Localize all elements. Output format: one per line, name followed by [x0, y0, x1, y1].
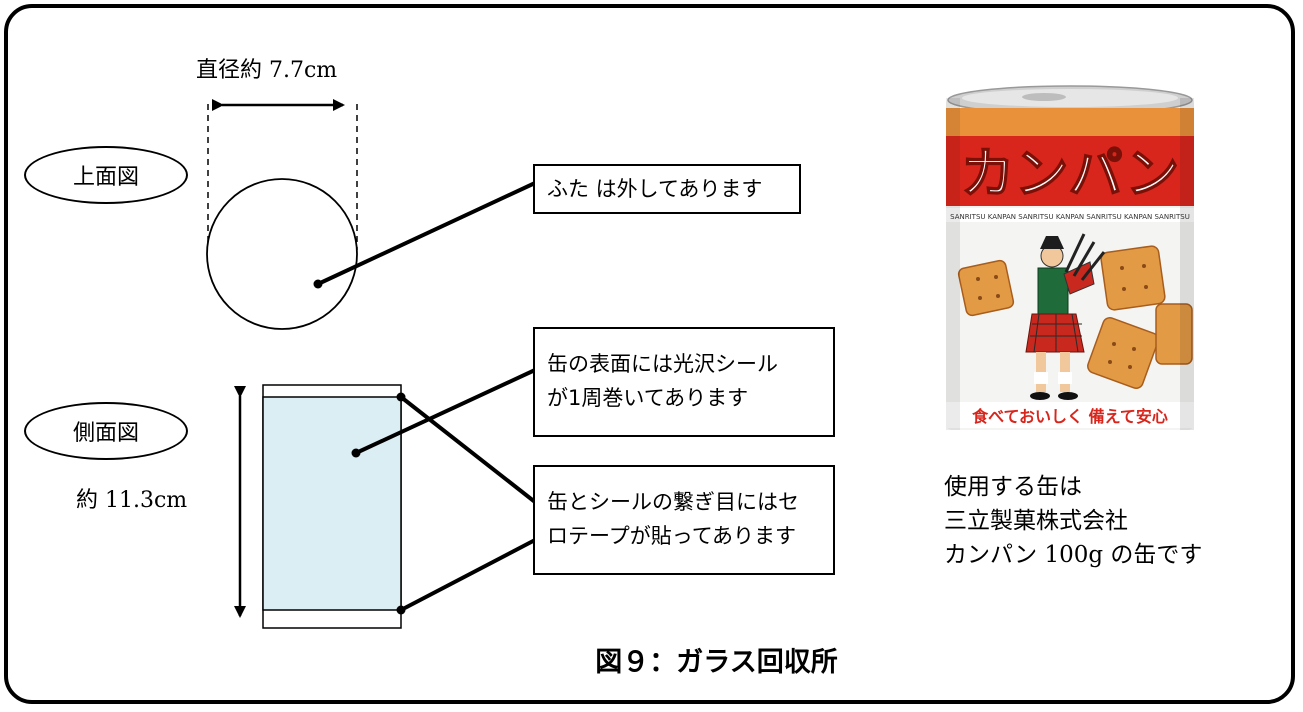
side-view-label: 側面図	[24, 402, 188, 460]
callout-seam: 缶とシールの繋ぎ目にはセ ロテープが貼ってあります	[533, 465, 835, 575]
lid-leader-line	[317, 181, 536, 286]
callout-surface-line1: 缶の表面には光沢シール	[547, 352, 778, 376]
surface-leader-line	[355, 368, 536, 455]
can-note-line3: カンパン 100g の缶です	[944, 542, 1203, 568]
side-view-seal	[262, 396, 402, 611]
can-note: 使用する缶は 三立製菓株式会社 カンパン 100g の缶です	[944, 470, 1202, 572]
can-slogan-text: 食べておいしく 備えて安心	[971, 407, 1168, 426]
figure-caption: 図９：ガラス回収所	[595, 647, 838, 678]
seam-leader-top	[399, 395, 537, 504]
callout-seam-line2: ロテープが貼ってあります	[547, 524, 797, 548]
diameter-label: 直径約 7.7cm	[196, 58, 338, 83]
seam-leader-dot-top	[396, 392, 406, 402]
lid-leader-dot	[313, 279, 323, 289]
can-note-line1: 使用する缶は	[944, 474, 1082, 500]
callout-lid-text: ふた は外してあります	[547, 177, 763, 201]
callout-lid: ふた は外してあります	[533, 164, 801, 214]
height-label: 約 11.3cm	[76, 488, 188, 513]
diagram-frame	[4, 4, 1295, 704]
callout-surface-line2: が1周巻いてあります	[547, 386, 749, 410]
callout-surface: 缶の表面には光沢シール が1周巻いてあります	[533, 327, 835, 437]
can-note-line2: 三立製菓株式会社	[944, 508, 1128, 534]
seam-leader-dot-bottom	[396, 605, 406, 615]
can-brand-text: カンパン	[961, 142, 1180, 205]
kanpan-can-image: カンパン SANRITSU KANPAN SANRITSU KANPAN SAN…	[944, 84, 1202, 444]
callout-seam-line1: 缶とシールの繋ぎ目にはセ	[547, 490, 799, 514]
surface-leader-dot	[351, 448, 361, 458]
top-view-circle	[206, 178, 358, 330]
top-view-label: 上面図	[24, 146, 188, 204]
can-band-text: SANRITSU KANPAN SANRITSU KANPAN SANRITSU…	[950, 213, 1190, 221]
seam-leader-bottom	[400, 538, 536, 612]
